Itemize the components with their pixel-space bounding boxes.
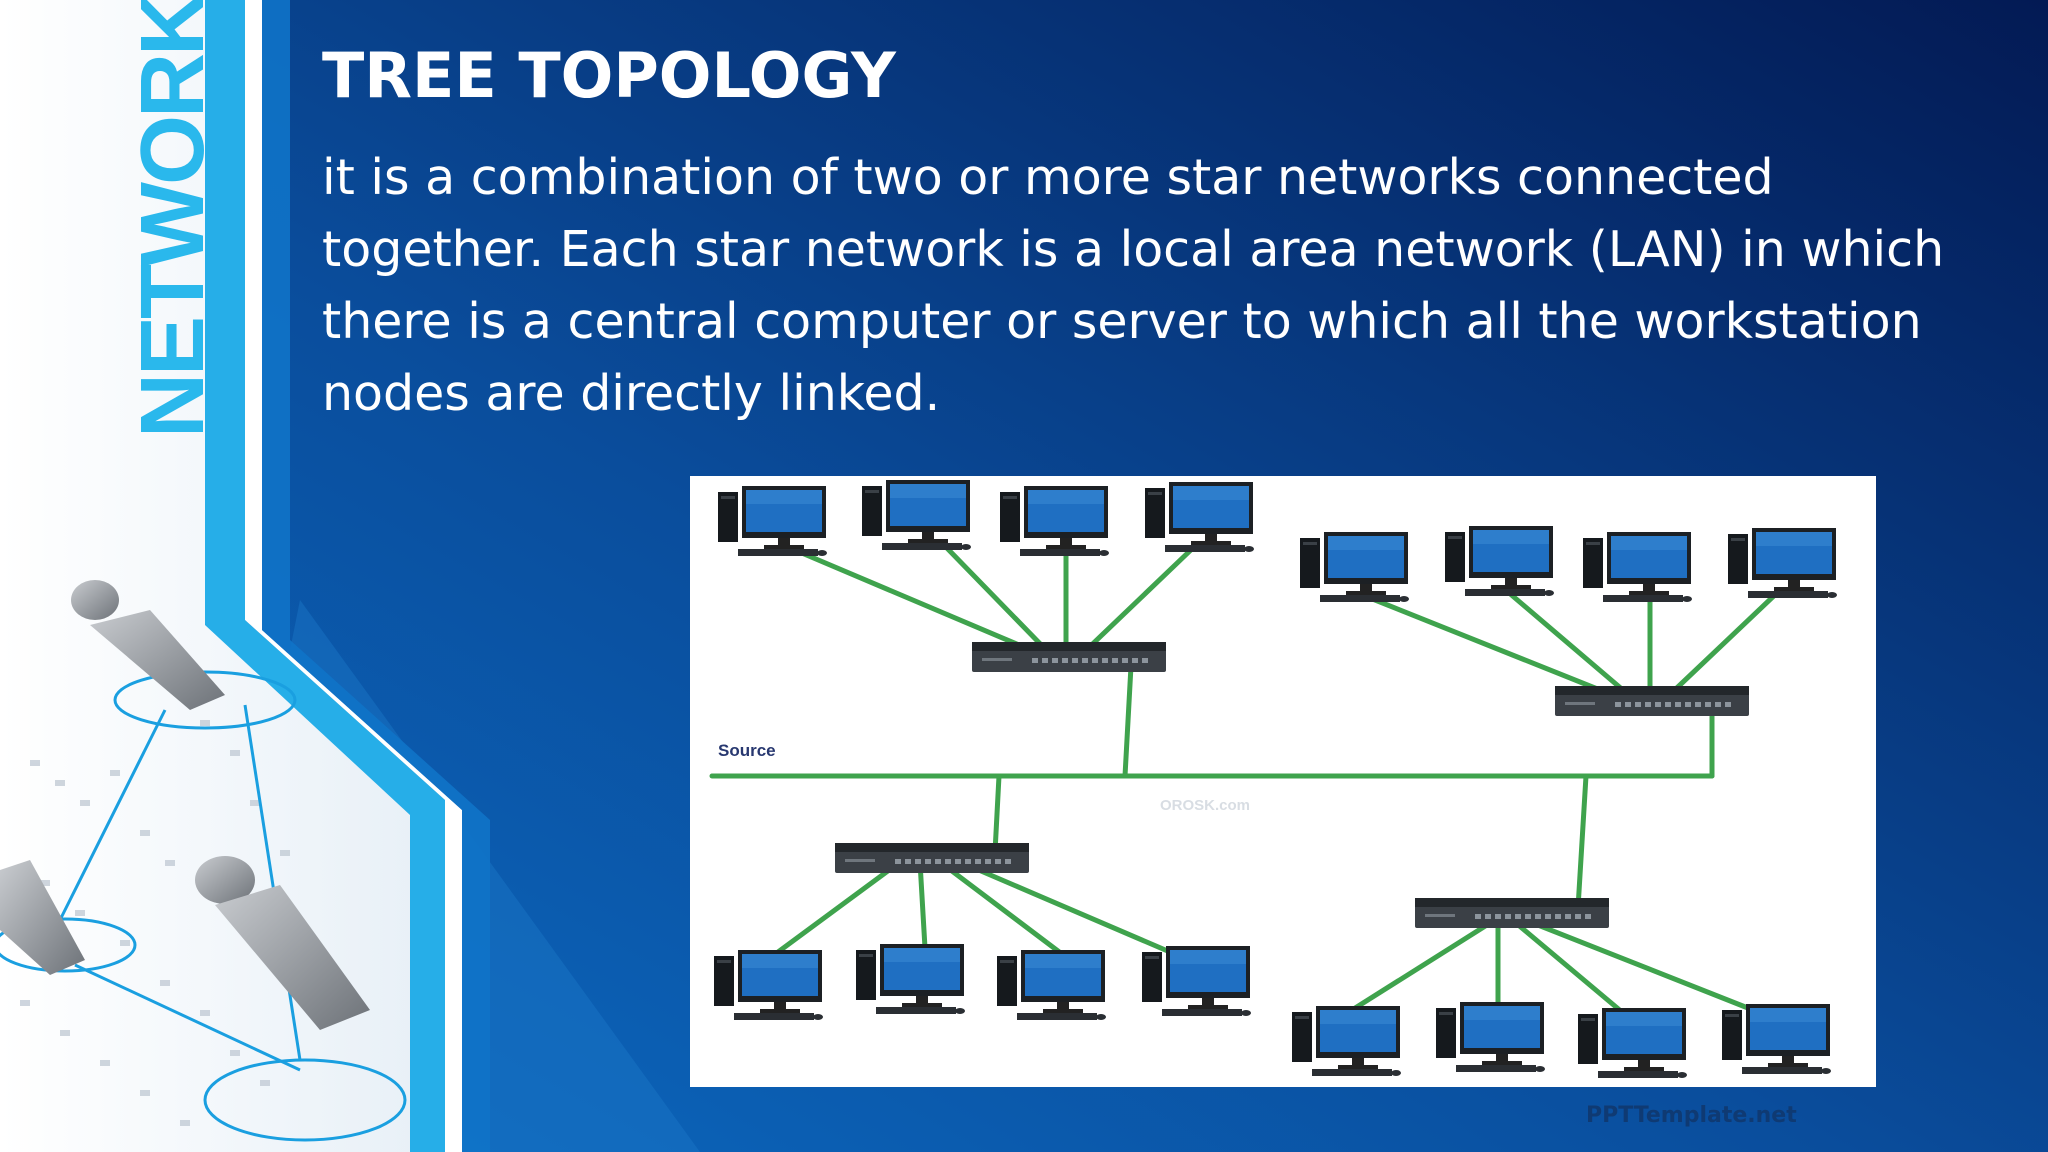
computer-node: [1000, 486, 1109, 556]
computer-node: [1445, 526, 1554, 596]
diagram-watermark: OROSK.com: [1160, 797, 1250, 814]
slide-title: TREE TOPOLOGY: [322, 39, 896, 112]
computer-node: [1145, 482, 1254, 552]
tree-topology-diagram: Source OROSK.com: [690, 476, 1876, 1087]
computer-node: [1142, 946, 1251, 1016]
computer-node: [1728, 528, 1837, 598]
switch-top-right: [1555, 686, 1749, 716]
template-watermark: PPTTemplate.net: [1586, 1103, 1797, 1128]
computer-node: [862, 480, 971, 550]
computer-node: [1292, 1006, 1401, 1076]
switch-top-left: [972, 642, 1166, 672]
computer-node: [1300, 532, 1409, 602]
switch-bottom-left: [835, 843, 1029, 873]
computer-node: [856, 944, 965, 1014]
computer-node: [1722, 1004, 1831, 1074]
computer-node: [997, 950, 1106, 1020]
computer-node: [1436, 1002, 1545, 1072]
side-word-text: NETWORK: [123, 0, 223, 438]
network-links: [709, 541, 1781, 1015]
source-label: Source: [718, 741, 776, 760]
computer-node: [718, 486, 827, 556]
switch-bottom-right: [1415, 898, 1609, 928]
computer-node: [1583, 532, 1692, 602]
slide-body-text: it is a combination of two or more star …: [322, 149, 1945, 422]
computer-node: [714, 950, 823, 1020]
computer-node: [1578, 1008, 1687, 1078]
